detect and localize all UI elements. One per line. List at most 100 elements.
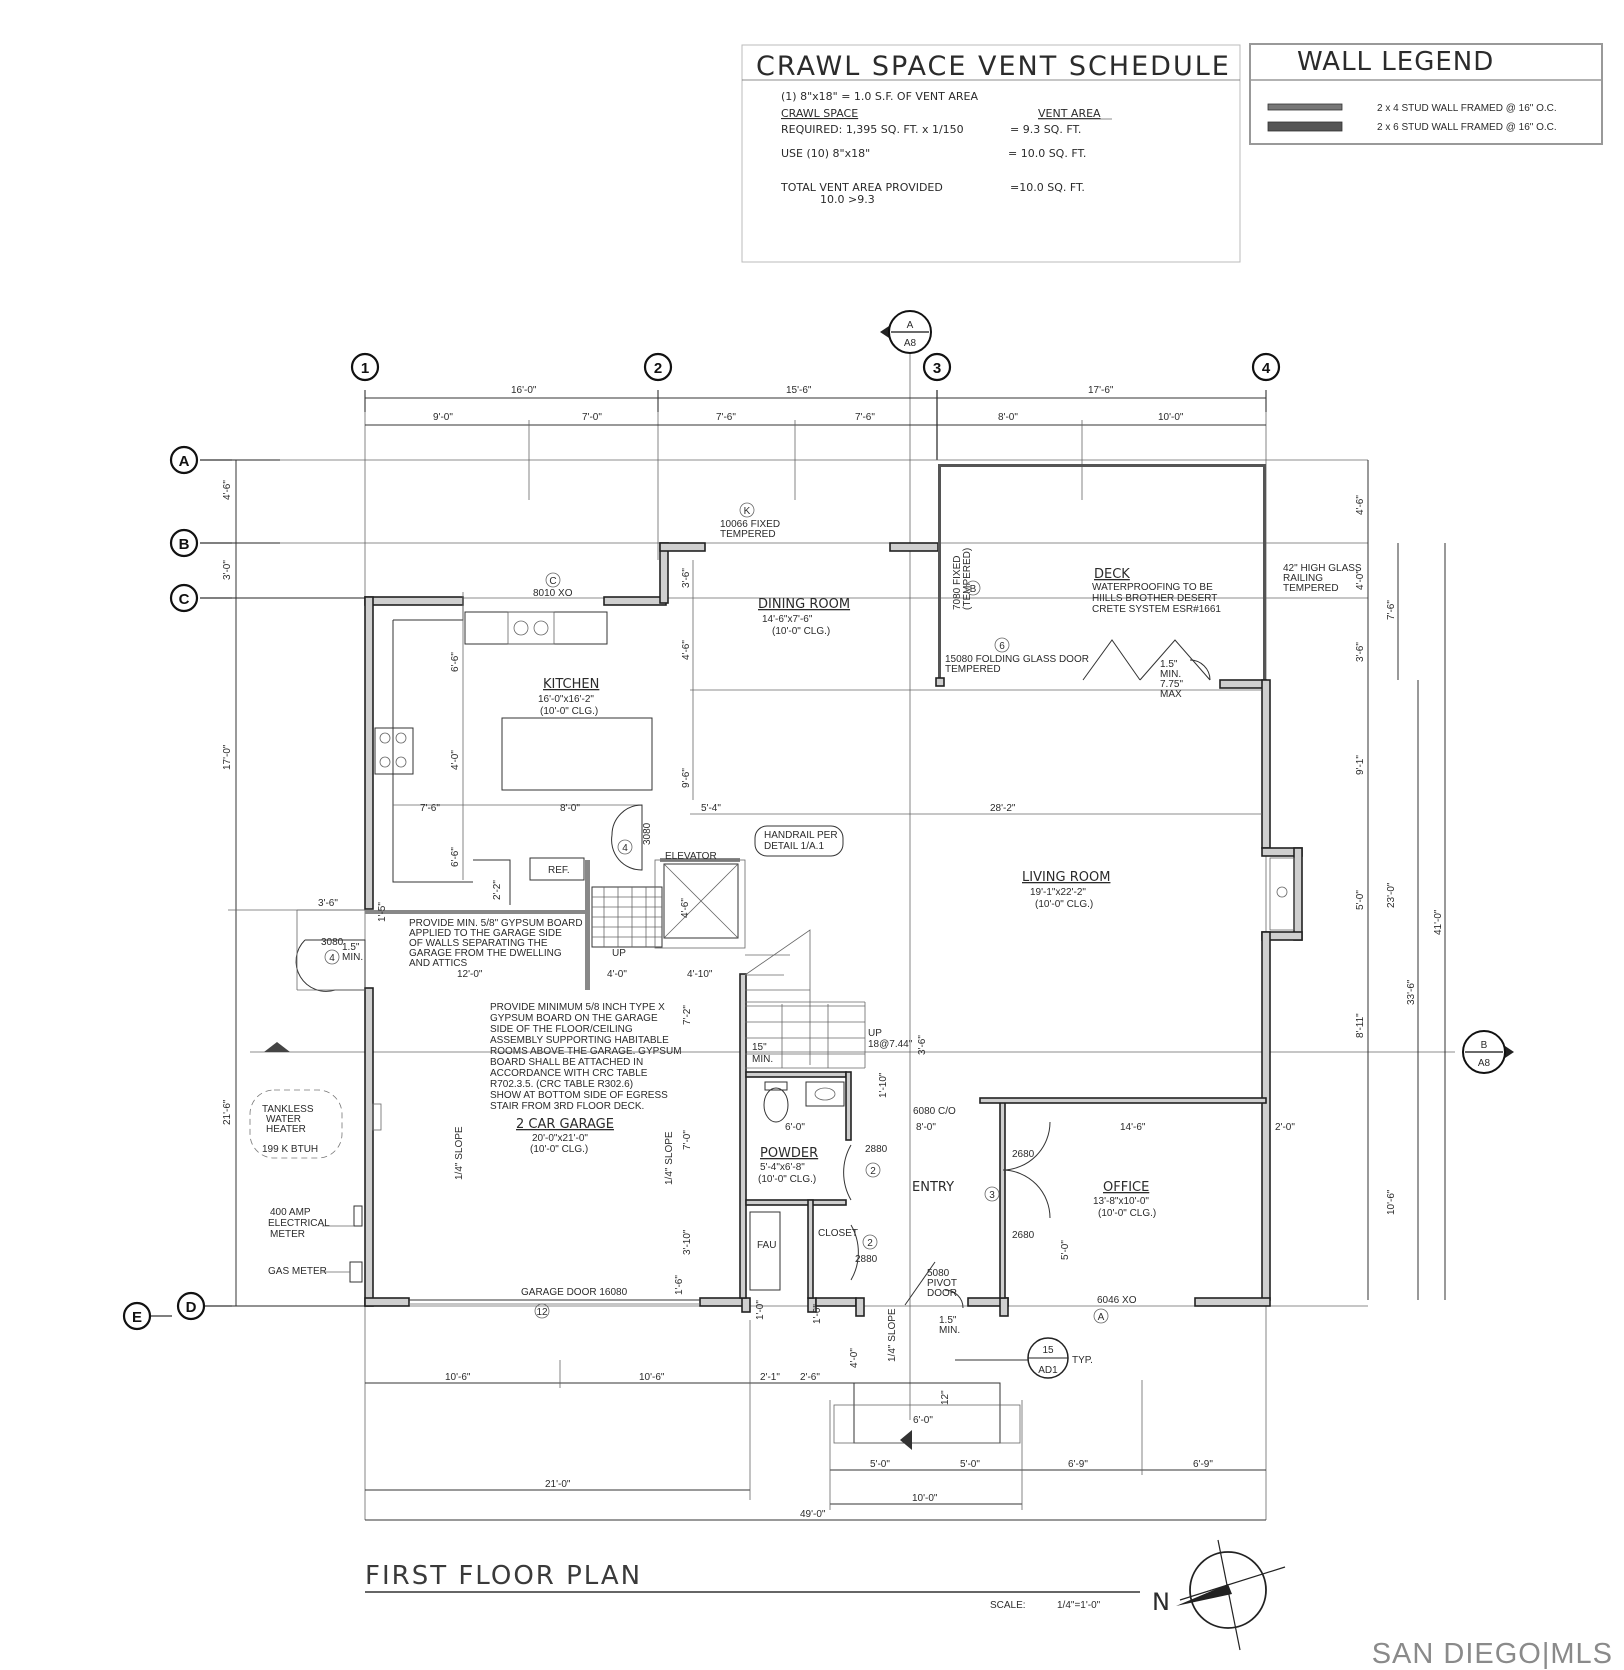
plan-notes: 10066 FIXED TEMPERED 8010 XO 7080 FIXED … [262,519,1362,1362]
plan-title: FIRST FLOOR PLAN [365,1561,642,1591]
grid-col-4: 4 [1262,360,1271,377]
grid-row-e: E [132,1309,142,1326]
grid-bubbles: 1 2 3 4 A B C D E [122,352,1281,1331]
step-note-3: 7.75" [1160,679,1183,690]
dim-st5: 1'-5" [377,902,388,922]
dim-st1: 4'-6" [680,898,691,918]
dim-en1: 1'-0" [755,1300,766,1320]
dim-g3: 3'-10" [682,1229,693,1255]
wall-legend-item2: 2 x 6 STUD WALL FRAMED @ 16" O.C. [1377,122,1557,133]
dim-right-8: 8'-11" [1355,1013,1366,1038]
wall-legend: WALL LEGEND 2 x 4 STUD WALL FRAMED @ 16"… [1249,43,1603,145]
garage-note-7: ACCORDANCE WITH CRC TABLE [490,1068,648,1079]
grid-col-3-bubble [922,352,952,382]
dim-top-s3: 7'-6" [716,412,736,423]
gypsum-note-3: OF WALLS SEPARATING THE [409,938,548,949]
elec-note-1: 400 AMP [270,1207,311,1218]
dim-bottom-8: 6'-9" [1068,1459,1088,1470]
deck-note-2: HIILLS BROTHER DESERT [1092,593,1217,604]
dim-left-2: 3'-0" [222,560,233,580]
vanity-sink [805,1081,845,1107]
tag-2-closet: 2 [867,1238,873,1249]
dim-left-1: 4'-6" [222,480,233,500]
tag-k: K [744,506,751,517]
tag-2-powder: 2 [870,1166,876,1177]
dim-e4: 5'-4" [701,803,721,814]
tags: K C B 6 4 4 12 2 2 3 A [324,502,1109,1324]
dim-top-s1: 9'-0" [433,412,453,423]
dim-right-9: 33'-6" [1406,979,1417,1005]
section-b-letter: B [1481,1040,1488,1051]
dim-bottom-1: 10'-6" [445,1372,471,1383]
dim-k5: 7'-6" [420,803,440,814]
closet-name: CLOSET [818,1228,858,1239]
section-a-letter: A [907,320,914,331]
tag-a: A [1098,1312,1105,1323]
pivot-note-3: DOOR [927,1288,957,1299]
heater-note-2: WATER [266,1114,301,1125]
section-b-sheet: A8 [1478,1058,1491,1069]
garage-note-8: R702.3.5. (CRC TABLE R302.6) [490,1079,633,1090]
garage-name: 2 CAR GARAGE [516,1117,614,1132]
door-2880-b: 2880 [855,1254,878,1265]
stair-up-note-1: UP [612,948,626,959]
stair-up-note-2: UP [868,1028,882,1039]
min-note-1: 1.5" [342,942,360,953]
slope-note-3: 1/4" SLOPE [887,1308,898,1362]
tag-b: B [970,584,977,595]
grid-row-b: B [179,536,190,553]
living-room-name: LIVING ROOM [1022,870,1110,885]
kitchen-size: 16'-0"x16'-2" [538,694,594,705]
vent-use-value: = 10.0 SQ. FT. [1008,147,1086,160]
wall-2x4-swatch [1267,103,1343,111]
grid-row-d-bubble [176,1291,206,1321]
tag-3: 3 [989,1190,995,1201]
tag-6: 6 [999,641,1005,652]
dim-e2: 4'-6" [681,640,692,660]
vent-total-value: =10.0 SQ. FT. [1010,181,1085,194]
dim-bottom-4: 2'-6" [800,1372,820,1383]
heater-note-4: 199 K BTUH [262,1144,318,1155]
window-6046-note: 6046 XO [1097,1295,1137,1306]
dim-e5: 28'-2" [990,803,1016,814]
door-6080-note: 6080 C/O [913,1106,956,1117]
dim-right-1: 4'-6" [1355,495,1366,515]
grid-col-2: 2 [654,360,662,377]
dim-o1: 5'-0" [1060,1240,1071,1260]
dim-top-1: 16'-0" [511,385,537,396]
grid-row-a: A [179,453,190,470]
dim-en3: 4'-0" [849,1348,860,1368]
north-label: N [1152,1588,1170,1616]
dining-room-name: DINING ROOM [758,597,850,612]
elec-note-3: METER [270,1229,305,1240]
dim-k2: 4'-0" [450,750,461,770]
dim-k4: 2'-2" [492,880,503,900]
grid-col-4-bubble [1251,352,1281,382]
dim-left-3: 17'-0" [222,744,233,770]
dim-right-5: 9'-1" [1355,755,1366,775]
office-clg: (10'-0" CLG.) [1098,1208,1156,1219]
dim-bottom-10: 10'-0" [912,1493,938,1504]
section-mark-a: A A8 [880,310,932,354]
step-note-4: MAX [1160,689,1182,700]
dims-top: 16'-0" 15'-6" 17'-6" 9'-0" 7'-0" 7'-6" 7… [365,385,1266,500]
window-k-note-2: TEMPERED [720,529,776,540]
dim-st3: 4'-10" [687,969,713,980]
fau-unit [749,1211,781,1291]
interior-lines [249,560,1295,1450]
detail-note: TYP. [1072,1355,1093,1366]
gas-meter-note: GAS METER [268,1266,327,1277]
title-block: FIRST FLOOR PLAN SCALE: 1/4"=1'-0" N [365,1561,1170,1616]
deck-note-1: WATERPROOFING TO BE [1092,582,1213,593]
scale-value: 1/4"=1'-0" [1057,1600,1101,1611]
dim-k1: 6'-6" [450,652,461,672]
dim-top-s4: 7'-6" [855,412,875,423]
vent-schedule-title: CRAWL SPACE VENT SCHEDULE [756,51,1231,82]
dim-right-4: 7'-6" [1386,600,1397,620]
dim-st4: 12'-0" [457,969,483,980]
walls [364,464,1303,1317]
garage-clg: (10'-0" CLG.) [530,1144,588,1155]
dim-b12: 6'-0" [913,1415,933,1426]
dim-p1: 6'-0" [785,1122,805,1133]
